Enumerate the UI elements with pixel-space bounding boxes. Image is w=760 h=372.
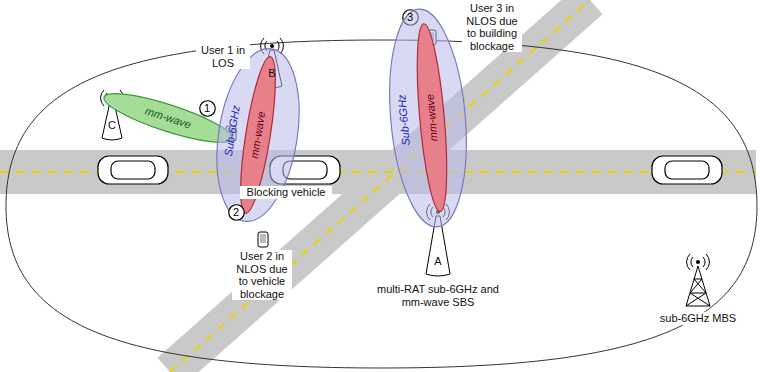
station-label: sub-6GHz MBS (650, 312, 746, 325)
callout-number: 2 (233, 206, 239, 219)
station-letter: A (431, 255, 445, 268)
road (170, 0, 590, 372)
vehicle-label: Blocking vehicle (240, 186, 332, 199)
station-letter: C (105, 119, 119, 132)
user-device (258, 232, 268, 247)
user-label: User 2 in NLOS due to vehicle blockage (232, 250, 292, 300)
user-label: User 3 in NLOS due to building blockage (462, 2, 522, 52)
station-letter: B (265, 67, 279, 80)
macro-tower (686, 254, 710, 306)
sub6-coverage: Sub-6GHzmm-wave (205, 42, 312, 228)
lane-marking (170, 0, 590, 372)
station-label: multi-RAT sub-6GHz and mm-wave SBS (371, 283, 505, 308)
callout-number: 1 (204, 102, 210, 115)
car (98, 156, 168, 184)
callout-number: 3 (407, 11, 413, 24)
user-label: User 1 in LOS (196, 44, 250, 69)
cell-boundary (6, 40, 757, 368)
mm-wave-link: mm-wave (99, 84, 237, 153)
callout-number: 1 (199, 100, 216, 117)
callout-number: 2 (228, 204, 245, 221)
car (652, 156, 722, 184)
